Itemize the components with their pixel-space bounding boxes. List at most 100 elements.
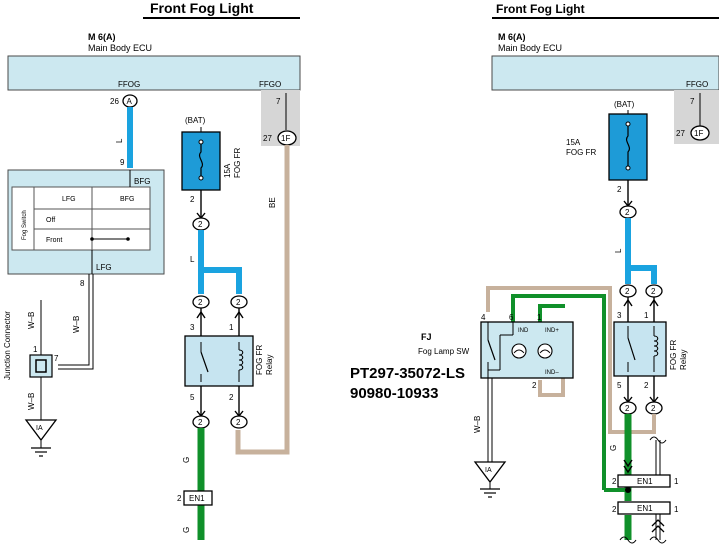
right-en1-pin2b: 2: [612, 505, 617, 514]
left-ecu-code: M 6(A): [88, 32, 116, 42]
svg-text:2: 2: [625, 287, 630, 296]
right-fuse-rating: 15A: [566, 138, 581, 147]
svg-text:2: 2: [236, 298, 241, 307]
left-pin-ffgo: FFGO: [259, 80, 281, 89]
right-diagram: Front Fog Light M 6(A) Main Body ECU FFG…: [418, 2, 719, 544]
right-relay-pin5: 5: [617, 381, 622, 390]
right-wire-tan-relay: [486, 286, 656, 434]
left-diagram: Front Fog Light M 6(A) Main Body ECU FFO…: [3, 0, 301, 540]
right-wire-l-label: L: [614, 248, 623, 253]
left-ground-label: IA: [36, 425, 43, 432]
right-pin27: 27: [676, 129, 685, 138]
left-fuse-rating: 15A: [223, 163, 232, 178]
right-relay-word: Relay: [679, 350, 688, 370]
right-wire-g-label: G: [609, 445, 618, 451]
left-wire-wb1: W–B: [72, 316, 81, 333]
right-wire-green-sw: [511, 294, 606, 490]
left-switch-name: Fog Switch: [22, 210, 28, 240]
right-relay-pin1: 1: [644, 311, 649, 320]
svg-text:2: 2: [625, 404, 630, 413]
right-relay-pin3: 3: [617, 311, 622, 320]
left-relay-pin3: 3: [190, 323, 195, 332]
part-number-2: 90980-10933: [350, 385, 438, 402]
left-col-lfg: LFG: [62, 196, 76, 203]
right-relay-coil-icon: [653, 335, 659, 357]
right-ground-label: IA: [485, 467, 492, 474]
right-fuse-icon: [625, 124, 631, 168]
left-pin27: 27: [263, 134, 272, 143]
right-ind-minus: IND–: [545, 370, 559, 376]
right-bat: (BAT): [614, 100, 635, 109]
right-sw-pin6: 6: [509, 313, 514, 322]
left-junction-label: Junction Connector: [3, 311, 12, 380]
right-pin-ffgo: FFGO: [686, 80, 708, 89]
left-pin7: 7: [276, 97, 281, 106]
right-en1-pin2: 2: [612, 477, 617, 486]
left-relay-name: FOG FR: [255, 345, 264, 375]
left-pin9: 9: [120, 158, 125, 167]
left-ecu-band: [7, 55, 301, 91]
left-relay-pin5: 5: [190, 393, 195, 402]
right-fuse-name: FOG FR: [566, 148, 596, 157]
left-wire-be-label: BE: [268, 197, 277, 208]
left-ground-icon: [24, 419, 58, 442]
right-ecu-name: Main Body ECU: [498, 43, 562, 53]
left-relay-pin1: 1: [229, 323, 234, 332]
left-en1-connector: [183, 490, 213, 506]
right-en1-bottom: [617, 501, 671, 515]
left-jpin1: 1: [33, 345, 38, 354]
left-row-off: Off: [46, 217, 55, 224]
right-en1-pin1: 1: [674, 477, 679, 486]
right-en1-bottom-label: EN1: [637, 504, 653, 513]
right-sw-pin4: 4: [481, 313, 486, 322]
left-conn2-fuse-label: 2: [198, 220, 203, 229]
svg-text:2: 2: [625, 208, 630, 217]
right-en1-pin1b: 1: [674, 505, 679, 514]
left-bfg: BFG: [134, 177, 150, 186]
left-wire-l-label: L: [115, 138, 124, 143]
left-wire-l2-label: L: [190, 255, 195, 264]
right-relay-pin2: 2: [644, 381, 649, 390]
left-wire-wb3: W–B: [27, 393, 36, 410]
right-pin7: 7: [690, 97, 695, 106]
svg-text:2: 2: [651, 404, 656, 413]
left-conn-a-label: A: [127, 97, 133, 106]
right-fog-lamp-switch: [480, 321, 574, 379]
right-fuse-pin2: 2: [617, 185, 622, 194]
left-wire-g-label: G: [182, 457, 191, 463]
left-row-front: Front: [46, 237, 62, 244]
right-ground-icon: [473, 461, 507, 484]
left-relay-word: Relay: [265, 355, 274, 375]
left-en1-pin: 2: [177, 494, 182, 503]
left-wire-wb2: W–B: [27, 312, 36, 329]
left-relay-pin2: 2: [229, 393, 234, 402]
left-junction-connector: [29, 354, 53, 378]
right-ind-lamp-icon: [511, 343, 527, 359]
svg-text:2: 2: [198, 298, 203, 307]
right-conn-1f-label: 1F: [694, 129, 703, 138]
left-title: Front Fog Light: [150, 0, 254, 16]
left-relay-coil-icon: [238, 349, 244, 371]
right-en1-top-label: EN1: [637, 477, 653, 486]
right-wire-tan-ind: [538, 377, 565, 397]
right-ind-plus: IND+: [545, 328, 559, 334]
right-sw-pin1: 1: [537, 313, 542, 322]
left-en1-label: EN1: [189, 494, 205, 503]
left-bat: (BAT): [185, 116, 206, 125]
left-lfg-out: LFG: [96, 263, 112, 272]
right-title: Front Fog Light: [496, 2, 585, 16]
right-sw-pin2: 2: [532, 381, 537, 390]
left-fuse-pin2: 2: [190, 195, 195, 204]
left-fuse-icon: [198, 142, 204, 178]
left-jpin7: 7: [54, 354, 59, 363]
right-fj: FJ: [421, 332, 432, 342]
right-conn-1f: [690, 125, 710, 141]
left-pin26: 26: [110, 97, 119, 106]
svg-text:2: 2: [236, 418, 241, 427]
left-wire-g2-label: G: [182, 527, 191, 533]
svg-text:2: 2: [198, 418, 203, 427]
left-fuse-name: FOG FR: [233, 148, 242, 178]
left-conn2-relay2: [230, 415, 248, 429]
right-ind: IND: [518, 328, 529, 334]
